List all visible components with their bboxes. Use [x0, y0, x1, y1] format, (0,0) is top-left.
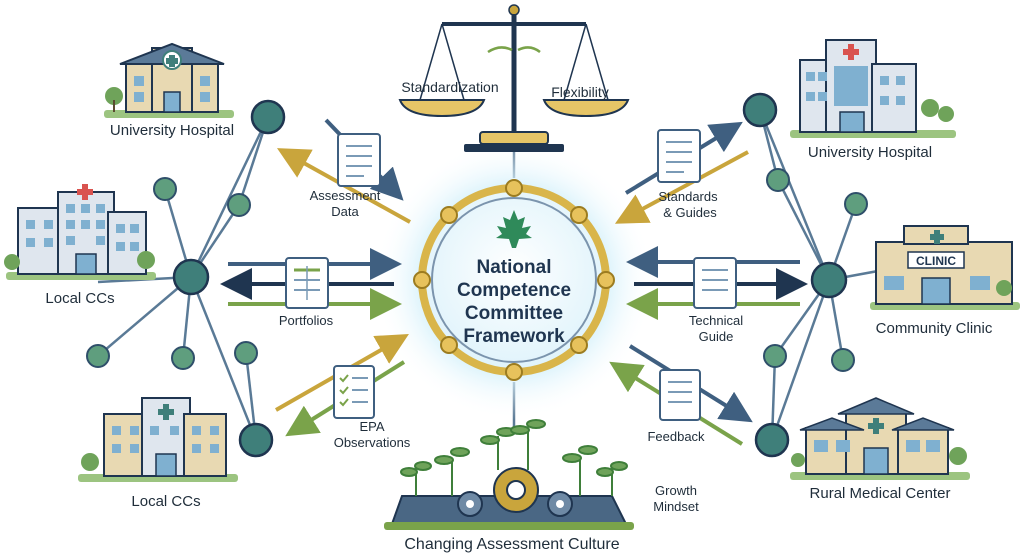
clinic-sign-text: CLINIC [916, 254, 956, 268]
flow-label-epa-observations-1: EPA [359, 419, 384, 434]
flow-label-feedback: Feedback [647, 429, 705, 444]
hub-title-line-1: National [477, 257, 552, 278]
culture-label: Changing Assessment Culture [404, 536, 619, 553]
growth-label-2: Mindset [653, 499, 699, 514]
hospital-building-icon [790, 397, 970, 480]
site-label-rural-medical-center: Rural Medical Center [810, 485, 951, 502]
scale-label-flexibility: Flexibility [551, 84, 609, 100]
flow-label-assessment-data-2: Data [331, 204, 359, 219]
document-icon [657, 129, 701, 183]
network-nodes [86, 92, 868, 458]
hospital-building-icon [790, 39, 956, 138]
site-label-university-hospital-right: University Hospital [808, 144, 932, 161]
hub-title-line-2: Competence [457, 280, 571, 301]
flow-label-assessment-data-1: Assessment [310, 188, 381, 203]
seedling-icons [400, 419, 628, 496]
maple-leaf-icon [496, 210, 532, 248]
document-icon [693, 257, 737, 309]
scale-label-standardization: Standardization [401, 79, 498, 95]
balance-scale: Standardization Flexibility [398, 4, 630, 152]
growth-mindset-base [384, 419, 634, 530]
site-label-community-clinic: Community Clinic [876, 320, 993, 337]
growth-label-1: Growth [655, 483, 697, 498]
clinic-building-icon: CLINIC [870, 225, 1020, 310]
site-label-local-ccs-upper: Local CCs [45, 290, 114, 307]
hub-title-line-3: Committee [465, 303, 563, 324]
flow-label-standards-guides-2: & Guides [663, 205, 717, 220]
center-hub: National Competence Committee Framework [374, 140, 654, 420]
clinic-sign [907, 251, 965, 269]
site-label-local-ccs-lower: Local CCs [131, 493, 200, 510]
gear-icon [493, 467, 539, 513]
flow-label-technical-guide-2: Guide [699, 329, 734, 344]
hospital-building-icon [78, 397, 238, 482]
hub-bolts [413, 179, 615, 381]
flow-label-standards-guides-1: Standards [658, 189, 718, 204]
site-label-university-hospital-left: University Hospital [110, 122, 234, 139]
document-icon [337, 133, 381, 187]
gear-icon [547, 491, 573, 517]
arrow-to-hub [614, 150, 749, 224]
document-icon [659, 369, 701, 421]
gear-icon [457, 491, 483, 517]
flow-label-portfolios: Portfolios [279, 313, 334, 328]
hospital-building-icon [4, 184, 156, 280]
hub-title-line-4: Framework [463, 326, 565, 347]
hospital-building-icon [104, 42, 234, 118]
flow-label-epa-observations-2: Observations [334, 435, 411, 450]
spreadsheet-icon [285, 257, 329, 309]
checklist-icon [333, 365, 375, 419]
flow-label-technical-guide-1: Technical [689, 313, 743, 328]
